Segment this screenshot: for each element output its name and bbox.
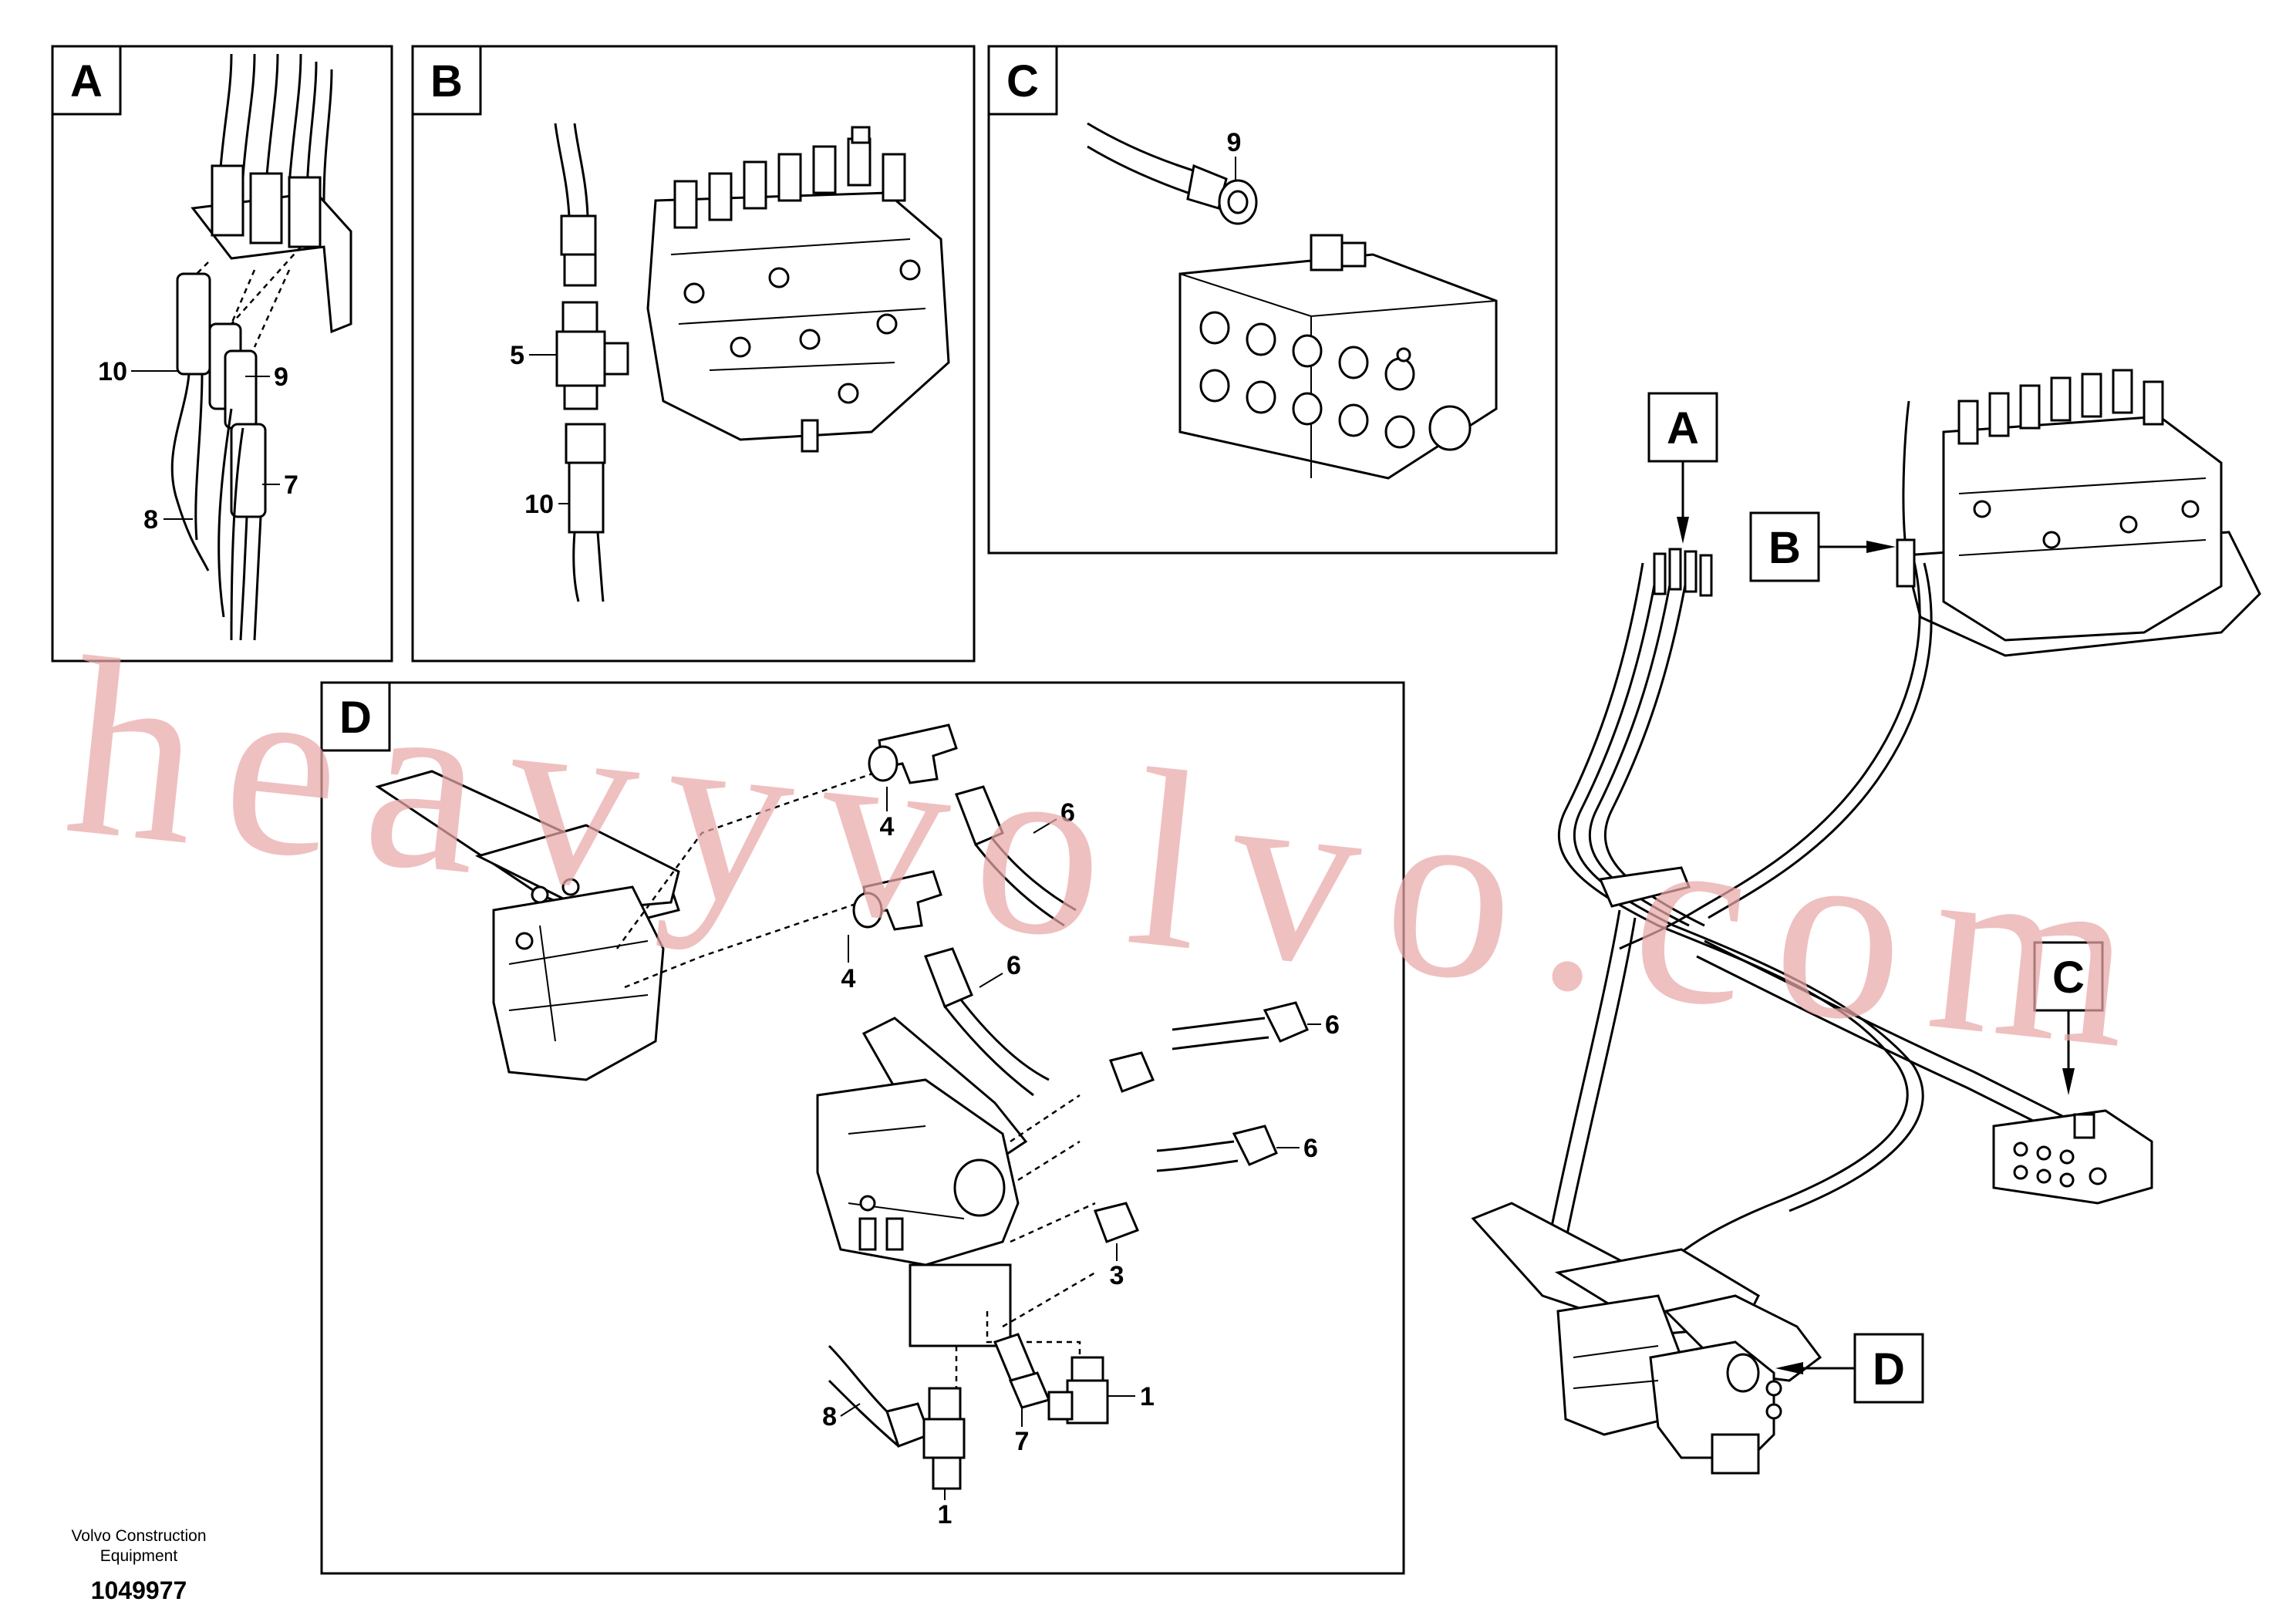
overview-hoses (1549, 400, 2083, 1297)
panel-a-bracket (190, 164, 352, 334)
overview-callout-c: C (2052, 953, 2085, 1003)
panel-a-leader-dashes (184, 246, 302, 348)
overview-callout-b: B (1768, 523, 1801, 573)
panel-c: C 9 (987, 45, 1558, 555)
panel-d-frame (320, 681, 1405, 1575)
panel-c-frame (987, 45, 1558, 555)
panel-d-pedal-valve-left (375, 770, 680, 1081)
panel-c-labels: 9 (1227, 128, 1242, 180)
panel-c-tag: C (1006, 56, 1039, 106)
panel-b-lower-hose (565, 423, 606, 602)
panel-d: D (320, 681, 1405, 1575)
panel-b-upper-hose (554, 123, 597, 287)
footer-brand-line2: Equipment (100, 1547, 178, 1565)
overview-callout-d: D (1873, 1344, 1905, 1394)
panel-d-tag: D (339, 693, 372, 743)
panel-a-item-7: 7 (284, 470, 298, 500)
panel-a-labels: 10 9 8 7 (98, 357, 298, 534)
panel-d-item-4-mid: 4 (841, 964, 856, 993)
panel-c-tag-box (987, 45, 1058, 116)
panel-d-labels: 4 6 4 6 6 6 3 8 7 1 1 (822, 787, 1340, 1529)
panel-b-control-valve (646, 126, 950, 453)
panel-d-hoses (828, 785, 1309, 1448)
panel-c-item-9: 9 (1227, 128, 1242, 157)
panel-b-frame (411, 45, 976, 663)
panel-d-tag-box (320, 681, 391, 752)
watermark: heavyvolvo.com (56, 605, 2174, 1104)
footer-brand-line1: Volvo Construction (71, 1527, 206, 1545)
panel-d-pedal-valve-right (816, 1017, 1028, 1347)
panel-d-item-6-top: 6 (1060, 798, 1075, 828)
panel-a-item-10: 10 (98, 357, 127, 386)
overview-control-valve (1903, 369, 2261, 657)
overview-manifold (1992, 1109, 2153, 1205)
panel-a-hoses-upper (218, 53, 333, 201)
panel-b-tag-box (411, 45, 482, 116)
panel-a: A (51, 45, 393, 663)
panel-d-item-6-right1: 6 (1325, 1010, 1340, 1040)
panel-b-labels: 5 10 (510, 341, 569, 519)
overview-callouts: A B C D (1647, 392, 2104, 1404)
panel-d-item-1-right: 1 (1140, 1382, 1155, 1411)
overview-callout-a: A (1667, 403, 1699, 454)
footer: Volvo Construction Equipment 1049977 (71, 1527, 206, 1604)
panel-d-item-8: 8 (822, 1402, 837, 1431)
panel-d-item-3: 3 (1110, 1261, 1124, 1290)
panel-a-item-8: 8 (143, 505, 158, 534)
panel-b: B (411, 45, 976, 663)
overview-assembly: A B C D (1471, 369, 2261, 1475)
panel-b-tag: B (430, 56, 463, 106)
panel-b-item-5: 5 (510, 341, 524, 370)
panel-d-item-6-mid: 6 (1006, 951, 1021, 980)
panel-d-adapters (922, 1356, 1109, 1490)
panel-a-frame (51, 45, 393, 663)
panel-a-fittings (170, 272, 267, 641)
footer-drawing-number: 1049977 (91, 1576, 187, 1604)
panel-a-tag-box (51, 45, 122, 116)
panel-a-tag: A (70, 56, 103, 106)
overview-pedal-valves (1471, 1202, 1822, 1475)
panel-d-item-7: 7 (1015, 1427, 1030, 1456)
panel-c-manifold-block (1178, 234, 1498, 480)
panel-a-item-9: 9 (274, 363, 288, 392)
panel-d-tee-fittings (852, 723, 958, 931)
panel-b-item-10: 10 (524, 490, 554, 519)
panel-d-item-4-top: 4 (880, 812, 895, 841)
panel-c-hose (1087, 122, 1258, 225)
panel-d-item-6-right2: 6 (1303, 1134, 1318, 1163)
panel-d-item-1-bottom: 1 (938, 1500, 952, 1529)
panel-b-tee-fitting (555, 301, 629, 410)
